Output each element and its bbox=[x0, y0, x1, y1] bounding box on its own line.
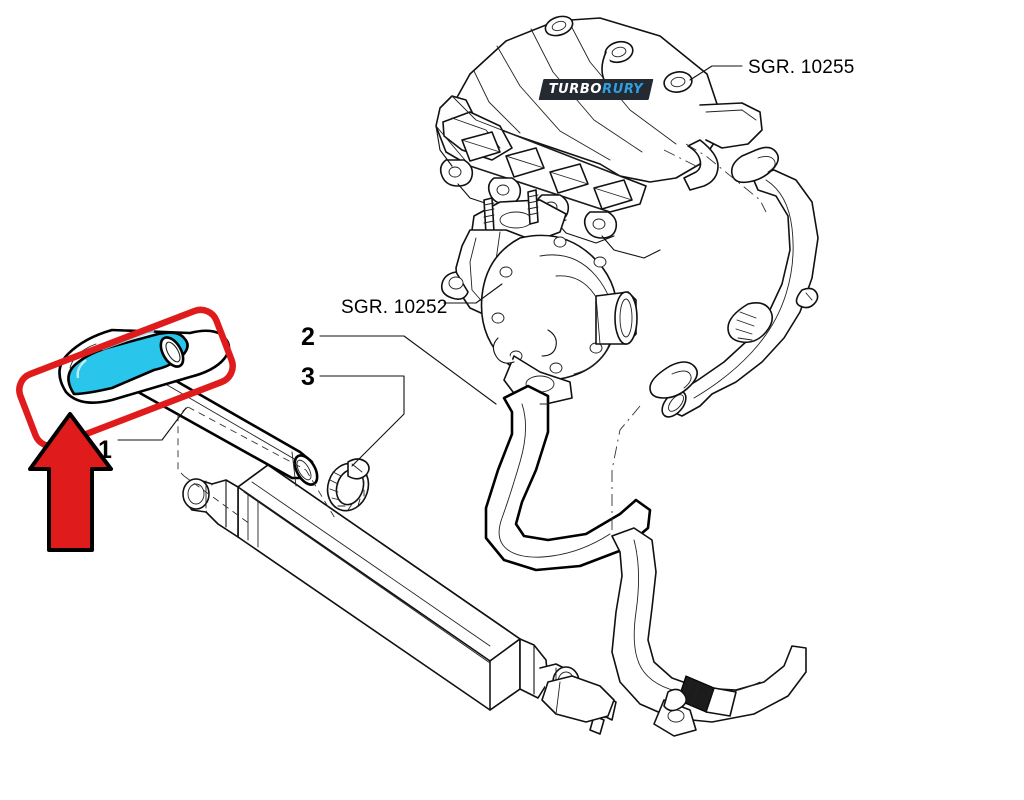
logo-text-primary: TURBO bbox=[548, 82, 603, 97]
red-pointer-arrow bbox=[28, 412, 113, 552]
leader-lines bbox=[117, 65, 743, 467]
part-lower-left-pipe-stub bbox=[541, 675, 615, 723]
red-highlight-box bbox=[16, 306, 236, 450]
part-hose-clamp bbox=[326, 458, 370, 512]
part-upper-right-pipe bbox=[649, 146, 819, 418]
callout-item-3: 3 bbox=[301, 363, 315, 391]
callout-sgr-10252: SGR. 10252 bbox=[341, 297, 448, 318]
callout-item-2: 2 bbox=[301, 323, 315, 351]
part-turbo-outlet-hose bbox=[484, 384, 652, 572]
part-intercooler bbox=[182, 464, 580, 711]
construction-lines bbox=[177, 143, 767, 530]
part-intake-manifold bbox=[435, 15, 763, 259]
highlighted-part-1 bbox=[67, 329, 189, 396]
part-turbocharger bbox=[440, 189, 638, 405]
callout-item-1: 1 bbox=[98, 436, 112, 464]
callout-sgr-10255: SGR. 10255 bbox=[748, 57, 855, 78]
logo-text-secondary: RURY bbox=[602, 82, 644, 97]
